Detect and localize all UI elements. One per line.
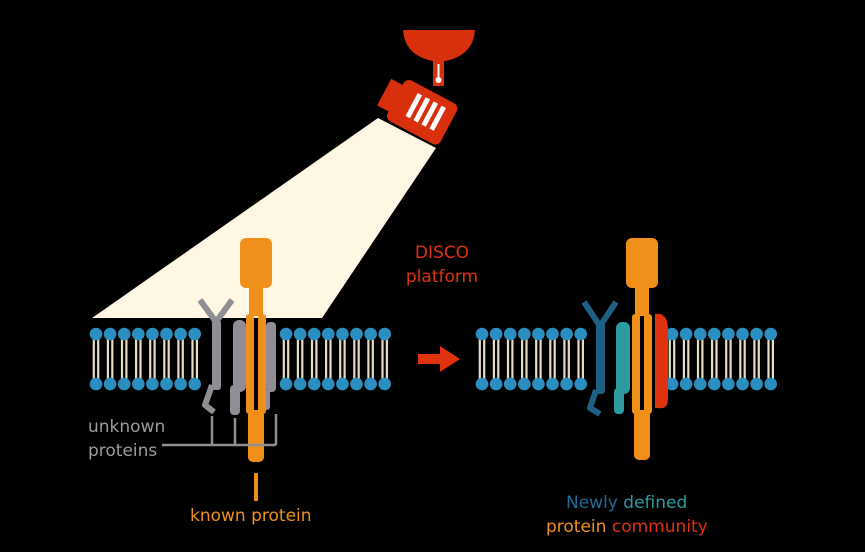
lipid-head (574, 327, 587, 341)
protein-community-shape (581, 238, 668, 460)
right-arrow-icon (418, 346, 460, 372)
lipid-head (160, 327, 173, 341)
lipid-head (679, 377, 693, 391)
lipid-head (764, 377, 777, 391)
lipid-head (475, 327, 489, 341)
membrane-segment (89, 327, 201, 391)
lipid-head (307, 377, 321, 391)
unknown-label-line1: unknown (88, 417, 165, 437)
lipid-head (750, 377, 763, 391)
result-word-newly: Newly (566, 493, 618, 513)
lipid-head (503, 377, 517, 391)
lipid-head (364, 327, 377, 341)
lipid-head (665, 377, 679, 391)
lipid-head (764, 327, 777, 341)
result-label-line2: protein community (546, 517, 708, 537)
lipid-head (132, 377, 145, 391)
lipid-head (174, 377, 187, 391)
lipid-head (503, 327, 517, 341)
disco-label-line1: DISCO (415, 243, 469, 263)
lipid-head (146, 377, 159, 391)
lipid-head (475, 377, 489, 391)
lipid-head (736, 377, 749, 391)
lipid-head (560, 377, 573, 391)
lipid-head (574, 377, 587, 391)
membrane-segment (665, 327, 777, 391)
lipid-head (146, 327, 159, 341)
lipid-head (293, 327, 307, 341)
result-word-protein: protein (546, 517, 606, 537)
lipid-head (103, 377, 117, 391)
spotlight-icon (377, 30, 475, 145)
lipid-head (160, 377, 173, 391)
lipid-head (322, 327, 335, 341)
lipid-head (532, 327, 545, 341)
lipid-head (679, 327, 693, 341)
unknown-proteins-bracket (162, 414, 278, 447)
lipid-head (89, 377, 103, 391)
lipid-head (350, 327, 363, 341)
lipid-head (293, 377, 307, 391)
lipid-head (322, 377, 335, 391)
lipid-head (489, 377, 503, 391)
lipid-head (560, 327, 573, 341)
lipid-head (364, 377, 377, 391)
light-beam (92, 118, 436, 318)
lipid-head (546, 377, 559, 391)
lipid-head (378, 377, 392, 391)
lipid-head (279, 327, 293, 341)
lipid-head (89, 327, 103, 341)
lipid-head (546, 327, 559, 341)
lipid-head (188, 377, 201, 391)
result-label-line1: Newly defined (566, 493, 687, 513)
lipid-head (336, 327, 349, 341)
lipid-head (750, 327, 763, 341)
lipid-head (132, 327, 145, 341)
lipid-head (736, 327, 749, 341)
lipid-head (350, 377, 363, 391)
lipid-head (103, 327, 117, 341)
membrane-segment (475, 327, 587, 391)
lipid-head (518, 327, 531, 341)
known-protein-shape (240, 238, 272, 501)
lipid-head (336, 377, 349, 391)
lipid-head (518, 377, 531, 391)
lipid-head (708, 327, 721, 341)
lipid-head (378, 327, 392, 341)
lipid-head (279, 377, 293, 391)
unknown-label-line2: proteins (88, 441, 157, 461)
result-word-defined: defined (618, 493, 687, 513)
lipid-head (188, 327, 201, 341)
lipid-head (722, 377, 735, 391)
lipid-head (693, 327, 707, 341)
lipid-head (174, 327, 187, 341)
lipid-head (117, 327, 131, 341)
lipid-head (117, 377, 131, 391)
cell-membranes (89, 327, 777, 391)
lipid-head (708, 377, 721, 391)
known-protein-label: known protein (190, 506, 312, 526)
unknown-proteins-shape (197, 298, 276, 415)
lipid-head (489, 327, 503, 341)
lipid-head (665, 327, 679, 341)
lipid-head (722, 327, 735, 341)
result-word-community: community (606, 517, 707, 537)
membrane-segment (279, 327, 392, 391)
lipid-head (532, 377, 545, 391)
lipid-head (693, 377, 707, 391)
lipid-head (307, 327, 321, 341)
disco-label-line2: platform (406, 267, 478, 287)
